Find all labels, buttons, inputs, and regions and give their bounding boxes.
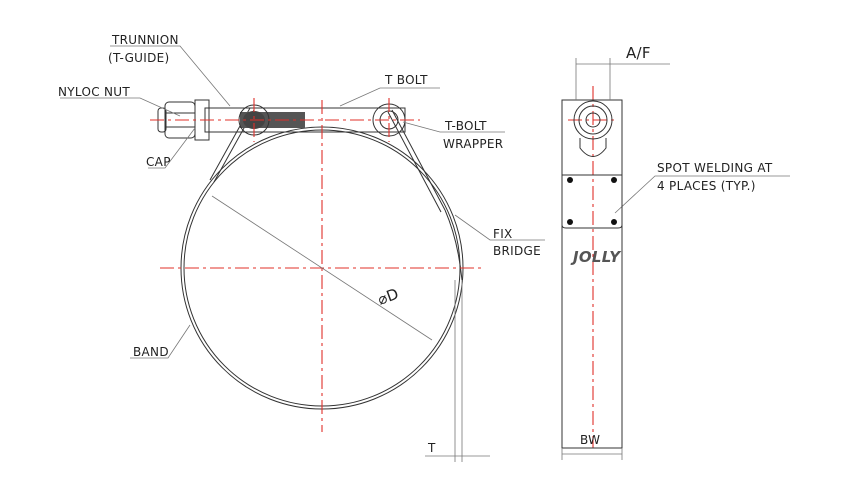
label-nyloc-nut: NYLOC NUT: [58, 85, 130, 99]
label-af: A/F: [626, 44, 651, 62]
logo: JOLLY: [570, 248, 622, 266]
label-t-guide: (T-GUIDE): [108, 51, 170, 65]
thickness-dimension: [425, 280, 490, 462]
label-spot-welding-2: 4 PLACES (TYP.): [657, 179, 756, 193]
leader-lines: [60, 45, 790, 359]
label-spot-welding: SPOT WELDING AT: [657, 161, 773, 175]
label-diameter: ⌀D: [375, 285, 401, 309]
label-cap: CAP: [146, 155, 171, 169]
side-view: [561, 58, 670, 460]
label-bw: BW: [580, 433, 600, 447]
label-t-bolt: T BOLT: [384, 73, 428, 87]
label-t-bolt-wrapper: T-BOLT: [444, 119, 487, 133]
label-fix-bridge: FIX: [493, 227, 513, 241]
label-band: BAND: [133, 345, 169, 359]
label-t-bolt-wrapper-2: WRAPPER: [443, 137, 503, 151]
label-fix-bridge-2: BRIDGE: [493, 244, 541, 258]
centerlines: [150, 86, 618, 448]
diameter-dimension: [211, 195, 433, 341]
label-trunnion: TRUNNION: [111, 33, 179, 47]
label-thickness: T: [427, 441, 436, 455]
